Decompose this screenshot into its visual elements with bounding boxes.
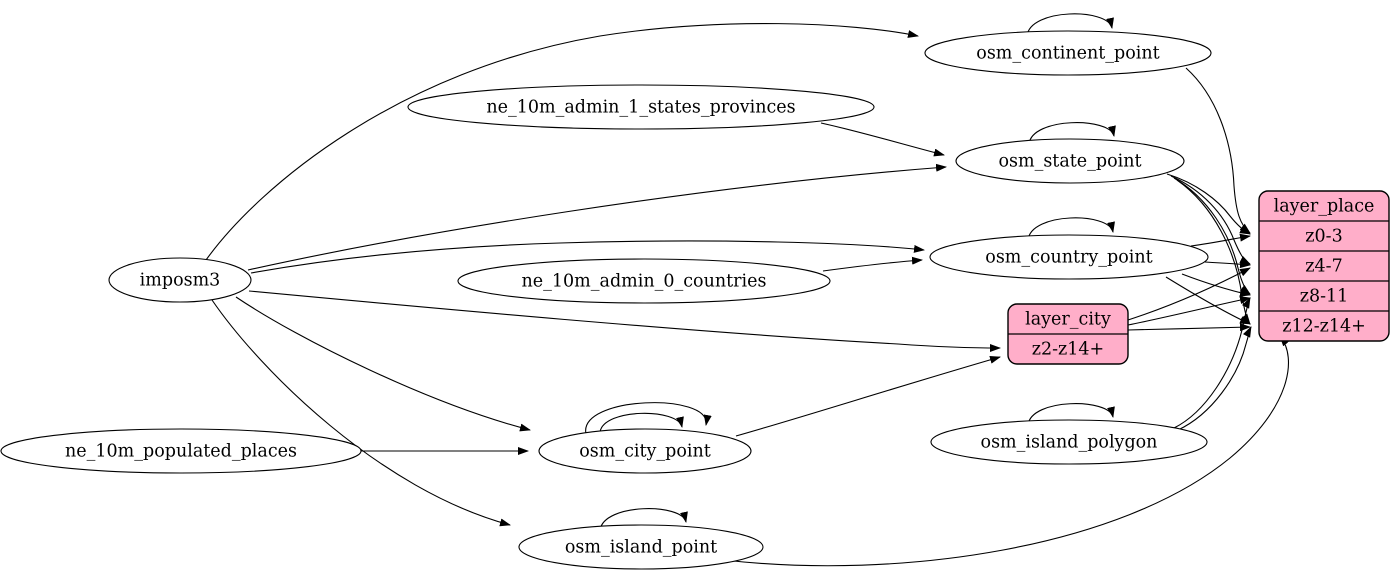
- node-osm-state-point-label: osm_state_point: [998, 152, 1141, 172]
- node-osm-state-point-shape[interactable]: [955, 138, 1185, 184]
- node-osm-state-point[interactable]: osm_state_point: [955, 138, 1185, 184]
- node-imposm3-shape[interactable]: [108, 257, 252, 303]
- edge-imposm3-to-osm-city-point: [235, 296, 531, 432]
- edge-osm-city-point-to-layer-city: [735, 355, 1001, 437]
- edge-osm-island-point-to-layer-place-z12-z14: [723, 335, 1290, 567]
- edge-osm-state-point-to-layer-place-z0-3: [1166, 173, 1251, 235]
- edge-layer-city-to-layer-place-z12-z14: [1127, 323, 1251, 332]
- edge-osm-island-polygon-to-layer-place-z12-z14: [1177, 326, 1252, 431]
- node-osm-island-point-shape[interactable]: [518, 524, 764, 570]
- edge-osm-country-point-to-layer-place-z4-7: [1204, 260, 1251, 269]
- edge-osm-continent-point-to-layer-place-z0-3: [1185, 67, 1251, 234]
- node-osm-country-point[interactable]: osm_country_point: [929, 234, 1209, 280]
- edge-osm-country-point-to-layer-place-z0-3: [1190, 233, 1251, 247]
- record-node-layer-city[interactable]: layer_city z2-z14+: [1007, 303, 1129, 365]
- node-osm-country-point-shape[interactable]: [929, 234, 1209, 280]
- self-loop-osm-island-polygon: [1027, 403, 1115, 426]
- edge-layer-city-to-layer-place-z8-11: [1127, 296, 1251, 326]
- edge-ne-states-to-osm-state-point: [820, 122, 945, 157]
- node-ne-10m-admin-0-countries[interactable]: ne_10m_admin_0_countries: [457, 258, 831, 304]
- layer-place-title: layer_place: [1274, 197, 1375, 217]
- node-ne-10m-admin-1-states-provinces[interactable]: ne_10m_admin_1_states_provinces: [407, 84, 875, 130]
- node-ne-states-shape[interactable]: [407, 84, 875, 130]
- node-osm-city-point-shape[interactable]: [538, 428, 752, 474]
- self-loop-osm-city-point-outer: [585, 402, 712, 435]
- layer-place-row-z0-3[interactable]: z0-3: [1305, 227, 1342, 247]
- self-loop-osm-island-point: [599, 508, 688, 531]
- node-osm-continent-point-shape[interactable]: [924, 30, 1212, 76]
- node-imposm3[interactable]: imposm3: [108, 257, 252, 303]
- node-ne-countries-label: ne_10m_admin_0_countries: [522, 272, 767, 292]
- edge-imposm3-to-osm-continent-point: [205, 23, 919, 261]
- node-osm-continent-point[interactable]: osm_continent_point: [924, 30, 1212, 76]
- node-ne-populated-label: ne_10m_populated_places: [65, 442, 297, 462]
- node-layer: imposm3 ne_10m_admin_1_states_provinces …: [0, 30, 1212, 570]
- layer-city-row-z2-z14[interactable]: z2-z14+: [1032, 340, 1104, 360]
- edge-osm-island-polygon-to-layer-place-z8-11: [1173, 297, 1251, 429]
- node-osm-island-polygon-label: osm_island_polygon: [981, 433, 1158, 453]
- self-loop-osm-city-point-inner: [599, 412, 684, 433]
- record-layer: layer_city z2-z14+ layer_place z0-3 z4-7…: [1007, 190, 1390, 365]
- node-ne-10m-populated-places[interactable]: ne_10m_populated_places: [0, 428, 362, 474]
- layer-place-row-z8-11[interactable]: z8-11: [1300, 287, 1349, 307]
- node-osm-island-polygon-shape[interactable]: [930, 419, 1208, 465]
- self-loop-osm-country-point: [1027, 217, 1115, 241]
- layer-city-title: layer_city: [1025, 310, 1111, 330]
- edge-imposm3-to-osm-state-point: [247, 163, 947, 271]
- edge-osm-country-point-to-layer-place-z12-z14: [1165, 276, 1251, 325]
- node-osm-island-point-label: osm_island_point: [565, 538, 717, 558]
- node-osm-island-point[interactable]: osm_island_point: [518, 524, 764, 570]
- self-loop-osm-state-point: [1028, 122, 1116, 145]
- edge-imposm3-to-layer-city: [248, 290, 1001, 352]
- node-ne-states-label: ne_10m_admin_1_states_provinces: [486, 98, 795, 118]
- edge-osm-state-point-to-layer-place-z4-7: [1170, 175, 1251, 265]
- node-ne-populated-shape[interactable]: [0, 428, 362, 474]
- node-ne-countries-shape[interactable]: [457, 258, 831, 304]
- node-osm-continent-point-label: osm_continent_point: [976, 44, 1159, 64]
- node-osm-country-point-label: osm_country_point: [985, 248, 1152, 268]
- record-node-layer-place[interactable]: layer_place z0-3 z4-7 z8-11 z12-z14+: [1258, 190, 1390, 342]
- node-osm-island-polygon[interactable]: osm_island_polygon: [930, 419, 1208, 465]
- node-osm-city-point-label: osm_city_point: [579, 442, 711, 462]
- edge-imposm3-to-osm-country-point: [250, 240, 925, 274]
- layer-place-row-z4-7[interactable]: z4-7: [1305, 257, 1342, 277]
- node-imposm3-label: imposm3: [140, 271, 221, 291]
- layer-place-row-z12-z14[interactable]: z12-z14+: [1282, 317, 1366, 337]
- node-osm-city-point[interactable]: osm_city_point: [538, 428, 752, 474]
- edge-imposm3-to-osm-island-point: [211, 299, 511, 527]
- self-loop-osm-continent-point: [1026, 13, 1114, 37]
- edge-layer: [205, 13, 1290, 567]
- edge-layer-city-to-layer-place-z4-7: [1127, 267, 1251, 321]
- layer-place-box[interactable]: [1258, 190, 1390, 342]
- edge-ne-countries-to-osm-country-point: [822, 256, 923, 272]
